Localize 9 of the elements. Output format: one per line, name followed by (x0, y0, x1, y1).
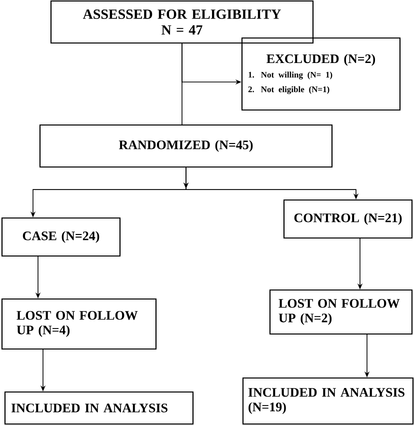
process-box: EXCLUDED (N=2) 1. Not willing (N= 1) 2. Not eligible (N=1) (241, 37, 401, 111)
process-box: INCLUDED IN ANALYSIS (4, 391, 194, 425)
process-box: LOST ON FOLLOW UP (N=2) (269, 289, 413, 335)
process-box: CONTROL (N=21) (283, 199, 413, 239)
process-box: INCLUDED IN ANALYSIS (N=19) (242, 377, 414, 425)
process-box: LOST ON FOLLOW UP (N=4) (1, 298, 157, 350)
process-box: RANDOMIZED (N=45) (39, 124, 333, 168)
process-box: ASSESSED FOR ELIGIBILITY N = 47 (50, 0, 314, 44)
process-box: CASE (N=24) (1, 217, 121, 257)
